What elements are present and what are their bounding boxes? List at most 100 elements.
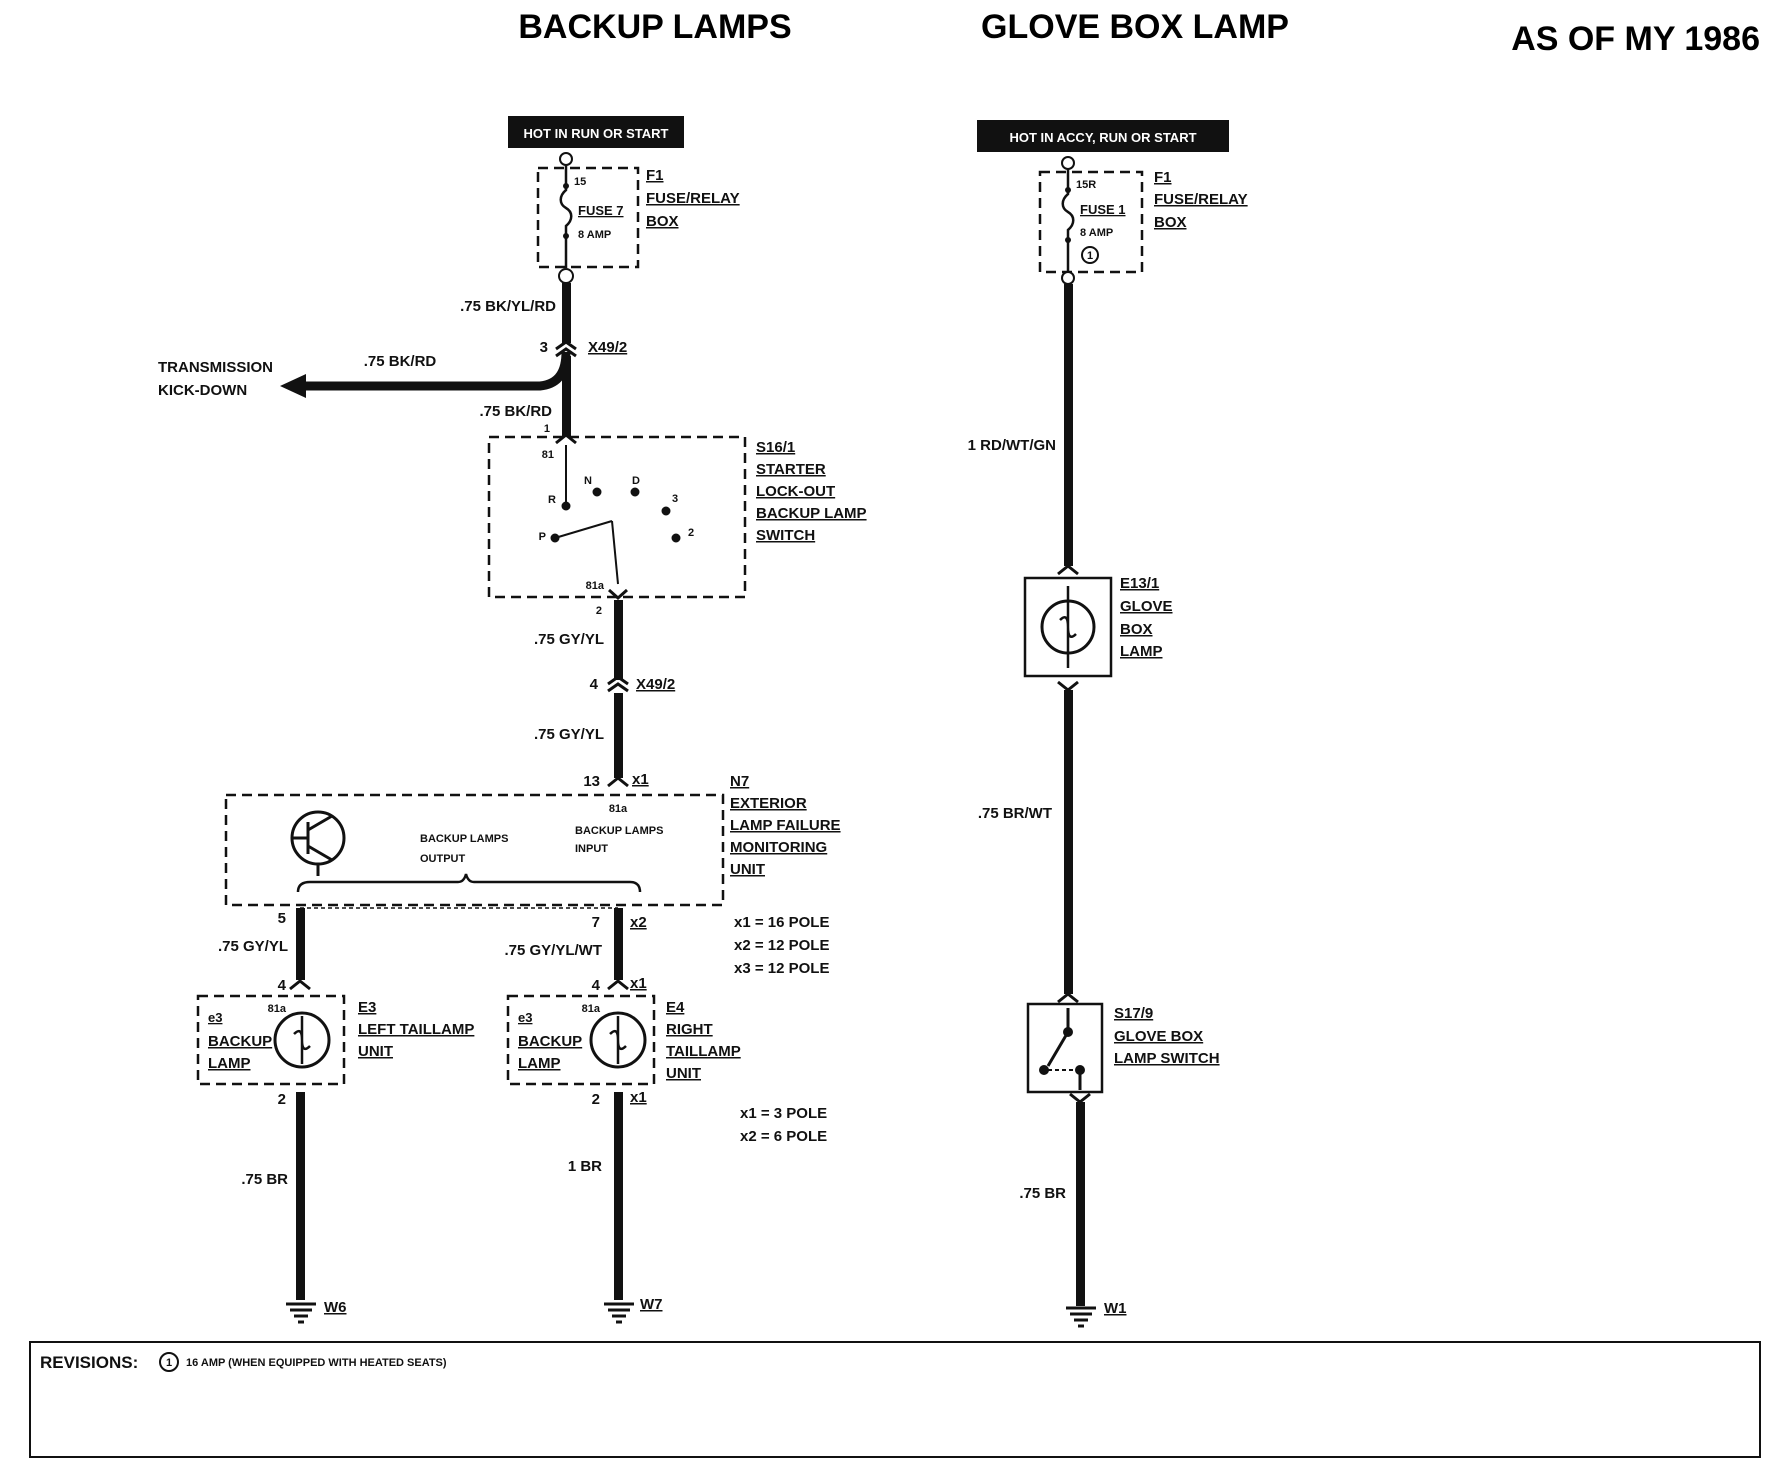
e4-line1: RIGHT [666, 1021, 713, 1038]
e4-input-connector [607, 979, 629, 991]
glove-power-banner [977, 120, 1229, 152]
s16-pin-out: 2 [596, 605, 602, 617]
s16-id: S16/1 [756, 439, 795, 456]
e4-conn-out: x1 [630, 1089, 647, 1106]
revisions-marker [159, 1352, 179, 1372]
x49-connector-b [607, 675, 629, 693]
s17-id: S17/9 [1114, 1005, 1153, 1022]
revisions-panel: REVISIONS: 1 16 AMP (WHEN EQUIPPED WITH … [29, 1341, 1761, 1458]
fuse-1-rating: 8 AMP [1080, 227, 1113, 239]
glove-power-terminal [1061, 156, 1075, 170]
backup-fuse-box [536, 166, 640, 269]
wire-br-right [614, 1092, 623, 1300]
e13-glove-lamp-box [1023, 576, 1113, 678]
e3-term: 81a [268, 1003, 287, 1015]
s17-line2: LAMP SWITCH [1114, 1050, 1220, 1067]
s17-input-connector [1057, 992, 1079, 1004]
n7-pole-2: x2 = 12 POLE [734, 937, 829, 954]
glove-box-circuit: HOT IN ACCY, RUN OR START 15R FUSE 1 8 A… [968, 120, 1248, 1328]
s16-line2: LOCK-OUT [756, 483, 835, 500]
wire-bk-yl-rd [562, 283, 571, 343]
e4-taillamp-box [506, 994, 656, 1086]
wire-br-left [296, 1092, 305, 1300]
n7-output-label-1: BACKUP LAMPS [420, 833, 508, 845]
position-2: 2 [688, 527, 694, 539]
s16-pin-in: 1 [544, 423, 550, 435]
kick-down-arrow-icon [280, 374, 306, 398]
e4-lamp-label-2: LAMP [518, 1055, 561, 1072]
wire-br-glove [1076, 1102, 1085, 1306]
s16-line1: STARTER [756, 461, 826, 478]
transistor-icon [290, 810, 346, 876]
wire-gy-yl-wt-right-label: .75 GY/YL/WT [504, 942, 602, 959]
e4-pole-2: x2 = 6 POLE [740, 1128, 827, 1145]
backup-lamps-circuit: HOT IN RUN OR START 15 FUSE 7 8 AMP F1 F… [158, 116, 867, 1324]
e3-code: e3 [208, 1010, 222, 1025]
s16-term-in: 81 [542, 449, 554, 461]
n7-term: 81a [609, 803, 628, 815]
wire-gy-yl-left-label: .75 GY/YL [218, 938, 288, 955]
position-3: 3 [672, 493, 678, 505]
e4-id: E4 [666, 999, 685, 1016]
n7-pin-left: 5 [278, 910, 286, 927]
fuse-7-rating: 8 AMP [578, 229, 611, 241]
n7-pin-in: 13 [583, 773, 600, 790]
wire-bk-rd [562, 356, 571, 436]
x49-pin-b: 4 [590, 676, 599, 693]
e3-lamp-label-1: BACKUP [208, 1033, 272, 1050]
n7-pole-3: x3 = 12 POLE [734, 960, 829, 977]
e4-pin-out: 2 [592, 1091, 600, 1108]
wire-gy-yl-b-label: .75 GY/YL [534, 726, 604, 743]
s17-switch-icon [1039, 1008, 1085, 1090]
backup-f1-line2: BOX [646, 213, 679, 230]
wire-gy-yl-wt-right [614, 908, 623, 980]
s16-output-connector [608, 588, 628, 601]
wire-br-glove-label: .75 BR [1019, 1185, 1066, 1202]
n7-output-label-2: OUTPUT [420, 853, 466, 865]
backup-lamps-title: BACKUP LAMPS [518, 8, 791, 46]
branch-destination-2: KICK-DOWN [158, 382, 247, 399]
ground-w1: W1 [1104, 1300, 1127, 1317]
glove-f1-line2: BOX [1154, 214, 1187, 231]
e3-lamp-label-2: LAMP [208, 1055, 251, 1072]
fuse-7-terminal: 15 [574, 176, 586, 188]
e3-line2: UNIT [358, 1043, 393, 1060]
revisions-label: REVISIONS: [40, 1353, 138, 1372]
fuse-1-terminal: 15R [1076, 179, 1096, 191]
e3-pin-out: 2 [278, 1091, 286, 1108]
e3-taillamp-box [196, 994, 346, 1086]
glove-fuse-box [1038, 170, 1144, 274]
n7-id: N7 [730, 773, 749, 790]
ground-w6: W6 [324, 1299, 347, 1316]
e4-line2: TAILLAMP [666, 1043, 741, 1060]
wire-br-right-label: 1 BR [568, 1158, 602, 1175]
n7-output-brace [296, 873, 642, 893]
backup-f1-line1: FUSE/RELAY [646, 190, 740, 207]
e3-line1: LEFT TAILLAMP [358, 1021, 474, 1038]
n7-input-label-1: BACKUP LAMPS [575, 825, 663, 837]
ground-w6-icon [286, 1302, 316, 1324]
wire-br-wt-label: .75 BR/WT [978, 805, 1052, 822]
ground-w1-icon [1066, 1306, 1096, 1328]
n7-input-connector [607, 776, 629, 788]
fuse-7-name: FUSE 7 [578, 203, 624, 218]
s17-glove-switch-box [1026, 1002, 1104, 1094]
wire-bk-rd-label: .75 BK/RD [479, 403, 552, 420]
fuse-7-icon [559, 165, 573, 268]
revisions-text: 16 AMP (WHEN EQUIPPED WITH HEATED SEATS) [186, 1357, 447, 1369]
n7-line1: EXTERIOR [730, 795, 807, 812]
branch-wire-label: .75 BK/RD [364, 353, 437, 370]
e4-line3: UNIT [666, 1065, 701, 1082]
glove-fuse-out-terminal [1061, 271, 1075, 285]
n7-pole-1: x1 = 16 POLE [734, 914, 829, 931]
e13-output-connector [1057, 680, 1079, 692]
glove-box-lamp-title: GLOVE BOX LAMP [981, 8, 1289, 46]
wire-rd-wt-gn [1064, 284, 1073, 566]
e3-id: E3 [358, 999, 376, 1016]
x49-id-b: X49/2 [636, 676, 675, 693]
e4-conn-in: x1 [630, 975, 647, 992]
fuse-note-marker [1081, 246, 1099, 264]
n7-conn-right: x2 [630, 914, 647, 931]
backup-power-banner [508, 116, 684, 148]
wire-br-left-label: .75 BR [241, 1171, 288, 1188]
